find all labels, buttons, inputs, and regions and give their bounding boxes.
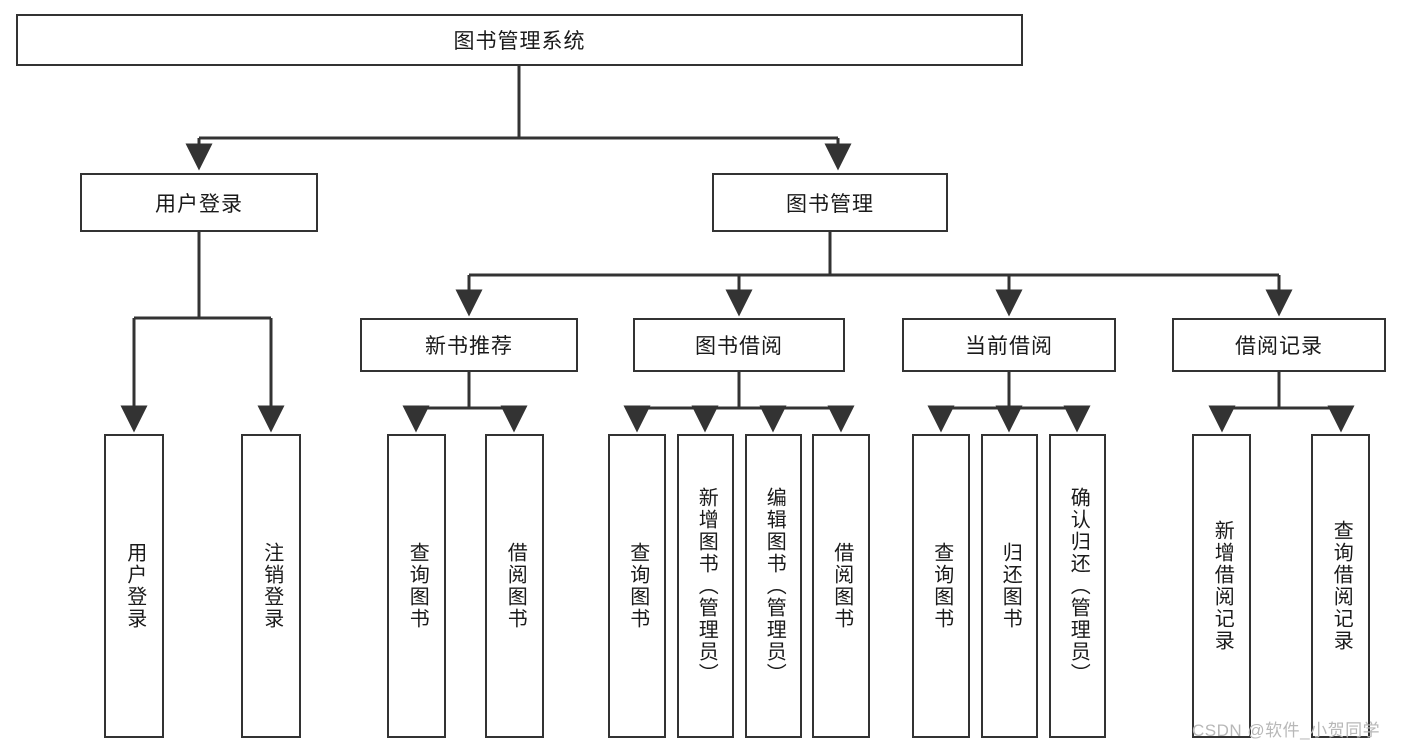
node-borrow-record-label: 借阅记录 bbox=[1235, 335, 1323, 358]
node-leaf-add-book-label: 新增图书（管理员） bbox=[695, 487, 718, 685]
node-book-borrow-label: 图书借阅 bbox=[695, 335, 783, 358]
node-new-book-recommend[interactable]: 新书推荐 bbox=[360, 318, 578, 372]
node-leaf-add-record-label: 新增借阅记录 bbox=[1211, 520, 1234, 652]
node-leaf-user-login-label: 用户登录 bbox=[123, 542, 146, 630]
node-new-book-recommend-label: 新书推荐 bbox=[425, 335, 513, 358]
node-current-borrow[interactable]: 当前借阅 bbox=[902, 318, 1116, 372]
node-current-borrow-label: 当前借阅 bbox=[965, 335, 1053, 358]
node-root-label: 图书管理系统 bbox=[453, 30, 586, 53]
node-leaf-query-record[interactable]: 查询借阅记录 bbox=[1311, 434, 1370, 738]
node-user-login-label: 用户登录 bbox=[155, 192, 243, 216]
node-leaf-confirm-return-label: 确认归还（管理员） bbox=[1067, 487, 1090, 685]
node-leaf-borrow-book-2[interactable]: 借阅图书 bbox=[812, 434, 870, 738]
node-leaf-query-book-2[interactable]: 查询图书 bbox=[608, 434, 666, 738]
node-leaf-query-record-label: 查询借阅记录 bbox=[1330, 520, 1353, 652]
node-leaf-edit-book-label: 编辑图书（管理员） bbox=[763, 487, 786, 685]
node-leaf-edit-book[interactable]: 编辑图书（管理员） bbox=[745, 434, 802, 738]
node-user-login[interactable]: 用户登录 bbox=[80, 173, 318, 232]
node-leaf-query-book-2-label: 查询图书 bbox=[626, 542, 649, 630]
node-leaf-return-book[interactable]: 归还图书 bbox=[981, 434, 1038, 738]
node-leaf-return-book-label: 归还图书 bbox=[999, 542, 1022, 630]
node-book-management-label: 图书管理 bbox=[786, 192, 874, 216]
node-leaf-user-login[interactable]: 用户登录 bbox=[104, 434, 164, 738]
node-leaf-logout-label: 注销登录 bbox=[260, 542, 283, 630]
node-leaf-borrow-book-2-label: 借阅图书 bbox=[830, 542, 853, 630]
node-leaf-query-book-1-label: 查询图书 bbox=[406, 542, 429, 630]
node-leaf-add-book[interactable]: 新增图书（管理员） bbox=[677, 434, 734, 738]
node-leaf-borrow-book-1-label: 借阅图书 bbox=[504, 542, 527, 630]
node-book-management[interactable]: 图书管理 bbox=[712, 173, 948, 232]
node-leaf-logout[interactable]: 注销登录 bbox=[241, 434, 301, 738]
node-leaf-borrow-book-1[interactable]: 借阅图书 bbox=[485, 434, 544, 738]
node-leaf-query-book-1[interactable]: 查询图书 bbox=[387, 434, 446, 738]
csdn-watermark: CSDN @软件_小贺同学 bbox=[1192, 721, 1381, 740]
node-leaf-add-record[interactable]: 新增借阅记录 bbox=[1192, 434, 1251, 738]
node-leaf-query-book-3-label: 查询图书 bbox=[930, 542, 953, 630]
node-borrow-record[interactable]: 借阅记录 bbox=[1172, 318, 1386, 372]
node-root[interactable]: 图书管理系统 bbox=[16, 14, 1023, 66]
node-leaf-query-book-3[interactable]: 查询图书 bbox=[912, 434, 970, 738]
node-leaf-confirm-return[interactable]: 确认归还（管理员） bbox=[1049, 434, 1106, 738]
node-book-borrow[interactable]: 图书借阅 bbox=[633, 318, 845, 372]
